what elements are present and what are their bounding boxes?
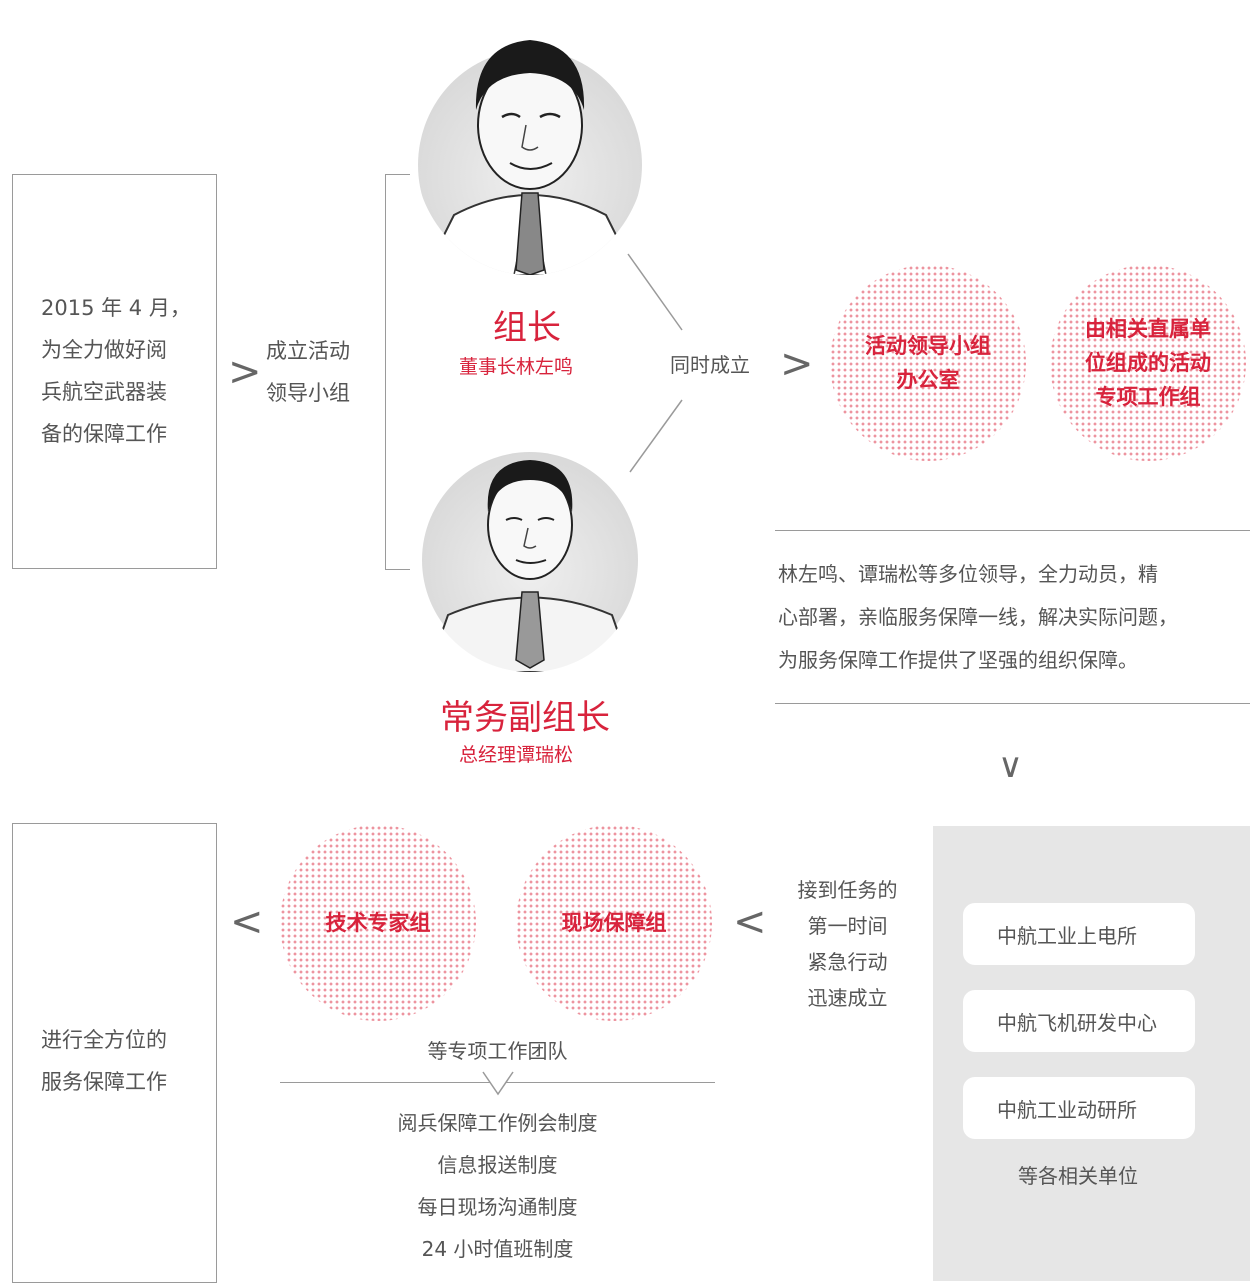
simultaneous-label: 同时成立 [670,353,750,377]
establish-text: 成立活动 领导小组 [266,330,350,414]
arrow-right-icon: > [228,349,262,395]
arrow-left-icon: < [733,899,767,945]
circle-expert-team: 技术专家组 [280,825,476,1021]
deputy-title: 常务副组长 [440,698,610,738]
deputy-avatar-icon [422,452,638,672]
bracket [385,174,410,570]
leader-portrait [414,25,646,275]
units-footer: 等各相关单位 [1018,1164,1138,1188]
arrow-right-icon: > [780,341,814,387]
final-line: 服务保障工作 [41,1070,167,1094]
system-item: 每日现场沟通制度 [417,1195,578,1219]
circle-office-line: 活动领导小组 [865,334,991,358]
summary-rule-top [775,530,1250,531]
task-line: 紧急行动 [807,950,888,974]
final-box: 进行全方位的 服务保障工作 [12,823,217,1283]
circle-special-line: 专项工作组 [1095,385,1201,409]
summary-text: 林左鸣、谭瑞松等多位领导，全力动员，精 心部署，亲临服务保障一线，解决实际问题，… [778,553,1178,682]
connector-lines [627,253,683,473]
intro-line: 为全力做好阅 [41,338,167,362]
task-line: 接到任务的 [797,878,898,902]
unit-item: 中航工业动研所 [963,1077,1195,1139]
intro-line: 备的保障工作 [41,422,167,446]
circle-onsite-team: 现场保障组 [516,825,712,1021]
circle-office: 活动领导小组 办公室 [830,265,1026,461]
leader-subtitle: 董事长林左鸣 [459,356,574,378]
circle-office-line: 办公室 [896,368,960,392]
summary-line: 为服务保障工作提供了坚强的组织保障。 [778,648,1138,672]
intro-line: 兵航空武器装 [41,380,167,404]
unit-item: 中航飞机研发中心 [963,990,1195,1052]
circle-onsite-label: 现场保障组 [561,911,667,935]
deputy-portrait [418,440,642,672]
task-line: 迅速成立 [807,986,888,1010]
units-panel [933,826,1250,1281]
intro-box: 2015 年 4 月， 为全力做好阅 兵航空武器装 备的保障工作 [12,174,217,569]
deputy-subtitle: 总经理谭瑞松 [459,744,574,766]
system-item: 24 小时值班制度 [421,1237,574,1261]
summary-line: 心部署，亲临服务保障一线，解决实际问题， [778,605,1178,629]
circle-special-line: 由相关直属单 [1085,317,1211,341]
systems-list: 阅兵保障工作例会制度 信息报送制度 每日现场沟通制度 24 小时值班制度 [280,1102,715,1270]
unit-item: 中航工业上电所 [963,903,1195,965]
arrow-left-icon: < [230,899,264,945]
system-item: 信息报送制度 [437,1153,558,1177]
circle-expert-label: 技术专家组 [325,911,431,935]
summary-rule-bottom [775,703,1250,704]
establish-line: 成立活动 [266,339,350,363]
intro-line: 2015 年 4 月， [41,296,191,320]
leader-avatar-icon [418,40,642,275]
establish-line: 领导小组 [266,381,350,405]
summary-line: 林左鸣、谭瑞松等多位领导，全力动员，精 [778,562,1158,586]
arrow-down-icon: ∨ [998,746,1023,786]
teams-label: 等专项工作团队 [427,1039,568,1063]
final-line: 进行全方位的 [41,1028,167,1052]
circle-special-group: 由相关直属单 位组成的活动 专项工作组 [1050,265,1246,461]
leader-title: 组长 [493,308,561,348]
task-text: 接到任务的 第一时间 紧急行动 迅速成立 [785,872,910,1016]
chevron-down-icon [482,1071,514,1096]
task-line: 第一时间 [807,914,888,938]
system-item: 阅兵保障工作例会制度 [397,1111,598,1135]
circle-special-line: 位组成的活动 [1085,351,1211,375]
